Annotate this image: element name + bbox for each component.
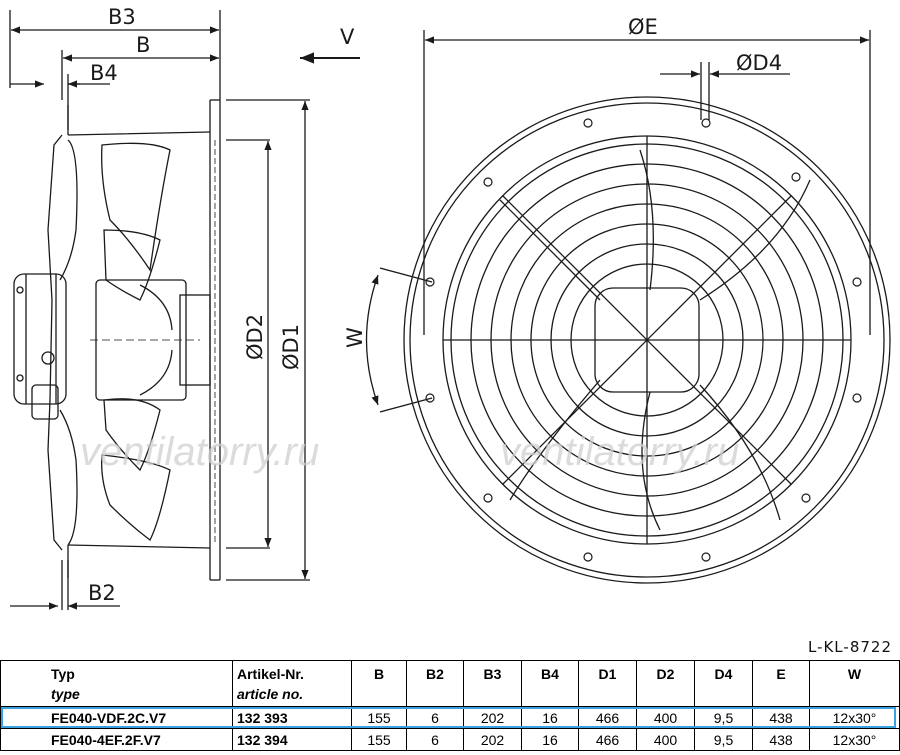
column-header-label: B2 (426, 666, 444, 682)
table-cell: 400 (636, 706, 695, 729)
column-header: Artikel-Nr. article no. (232, 660, 352, 707)
column-header: D4 (694, 660, 753, 707)
table-cell: 438 (752, 706, 810, 729)
column-header-label: D1 (598, 666, 617, 682)
label-b4: B4 (90, 61, 118, 85)
table-cell: 12x30° (809, 728, 900, 751)
table-cell: 6 (406, 728, 464, 751)
column-header-label: B4 (541, 666, 559, 682)
label-d2: ØD2 (243, 314, 267, 360)
table-cell: 202 (463, 706, 522, 729)
table-cell: 16 (521, 728, 579, 751)
column-header: W (809, 660, 900, 707)
table-cell: 9,5 (694, 728, 753, 751)
label-d1: ØD1 (279, 324, 303, 370)
label-b: B (136, 33, 150, 57)
table-cell: 132 394 (232, 728, 352, 751)
label-w: W (343, 327, 367, 348)
label-v: V (340, 25, 355, 49)
table-cell: 6 (406, 706, 464, 729)
table-cell: 438 (752, 728, 810, 751)
column-header: D2 (636, 660, 695, 707)
column-header: D1 (578, 660, 637, 707)
column-header: Typ type (0, 660, 233, 707)
table-cell: 155 (351, 728, 407, 751)
table-cell: 16 (521, 706, 579, 729)
table-cell: FE040-VDF.2C.V7 (0, 706, 233, 729)
column-header-label: Artikel-Nr. (237, 666, 304, 682)
label-e: ØE (628, 15, 658, 39)
column-header-sublabel: type (51, 686, 80, 702)
table-cell: 466 (578, 728, 637, 751)
column-header-label: W (847, 666, 862, 682)
column-header: E (752, 660, 810, 707)
table-cell: 155 (351, 706, 407, 729)
column-header-label: B3 (483, 666, 502, 682)
column-header: B4 (521, 660, 579, 707)
column-header-label: D2 (656, 666, 675, 682)
table-cell: 9,5 (694, 706, 753, 729)
table-header-row: Typ type Artikel-Nr. article no. B B2 B3 B4 D1 D2… (0, 660, 900, 707)
spec-table: Typ type Artikel-Nr. article no. B B2 B3 B4 D1 D2… (0, 660, 900, 751)
technical-drawing: B3 B B4 B2 V ØD2 ØD1 ØE ØD4 W (9, 5, 891, 610)
drawing-reference: L-KL-8722 (807, 638, 892, 656)
column-header-label: E (776, 666, 786, 682)
label-b3: B3 (108, 5, 136, 29)
column-header: B3 (463, 660, 522, 707)
column-header-sublabel: article no. (237, 686, 304, 702)
table-cell: 400 (636, 728, 695, 751)
table-cell: 132 393 (232, 706, 352, 729)
table-cell: FE040-4EF.2F.V7 (0, 728, 233, 751)
label-b2: B2 (88, 581, 116, 605)
column-header: B (351, 660, 407, 707)
table-cell: 12x30° (809, 706, 900, 729)
column-header-label: B (373, 666, 385, 682)
label-d4: ØD4 (736, 51, 782, 75)
table-cell: 466 (578, 706, 637, 729)
table-cell: 202 (463, 728, 522, 751)
column-header: B2 (406, 660, 464, 707)
column-header-label: Typ (51, 666, 75, 682)
column-header-label: D4 (714, 666, 733, 682)
